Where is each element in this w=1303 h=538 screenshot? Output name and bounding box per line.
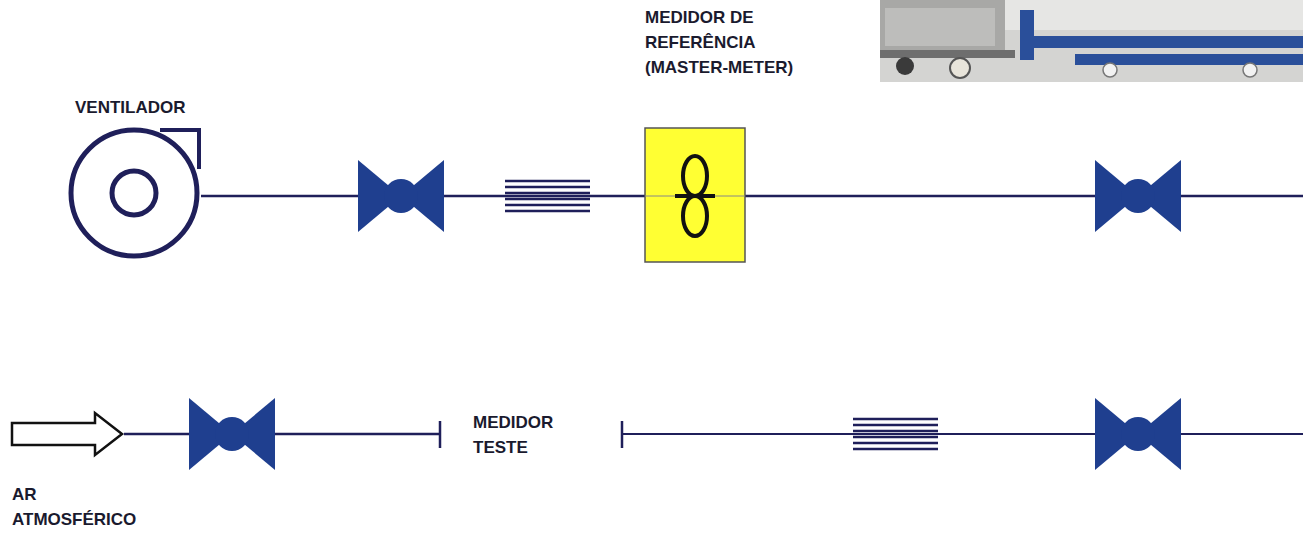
node-label: MEDIDOR TESTE [473, 410, 573, 460]
valve-symbol [1095, 398, 1181, 470]
valve-symbol [358, 160, 444, 232]
node-heading: MEDIDOR DE REFERÊNCIA (MASTER-METER) [645, 5, 805, 80]
photo-fragment [880, 0, 1303, 82]
inlet-arrow [12, 413, 122, 455]
reference-meter-outline [645, 128, 745, 262]
valve-symbol [1095, 160, 1181, 232]
node-heading: VENTILADOR [75, 95, 215, 120]
flow-straightener [853, 419, 938, 449]
fan-symbol: VENTILADOR [68, 127, 201, 260]
valve-symbol [189, 398, 275, 470]
test-meter: MEDIDOR TESTE [450, 404, 616, 466]
pipe-line [745, 195, 1303, 198]
fan-symbol-outline [68, 127, 201, 260]
flow-straightener [505, 181, 590, 211]
reference-meter: MEDIDOR DE REFERÊNCIA (MASTER-METER) [645, 128, 745, 262]
inlet-label: AR ATMOSFÉRICO [12, 482, 132, 532]
